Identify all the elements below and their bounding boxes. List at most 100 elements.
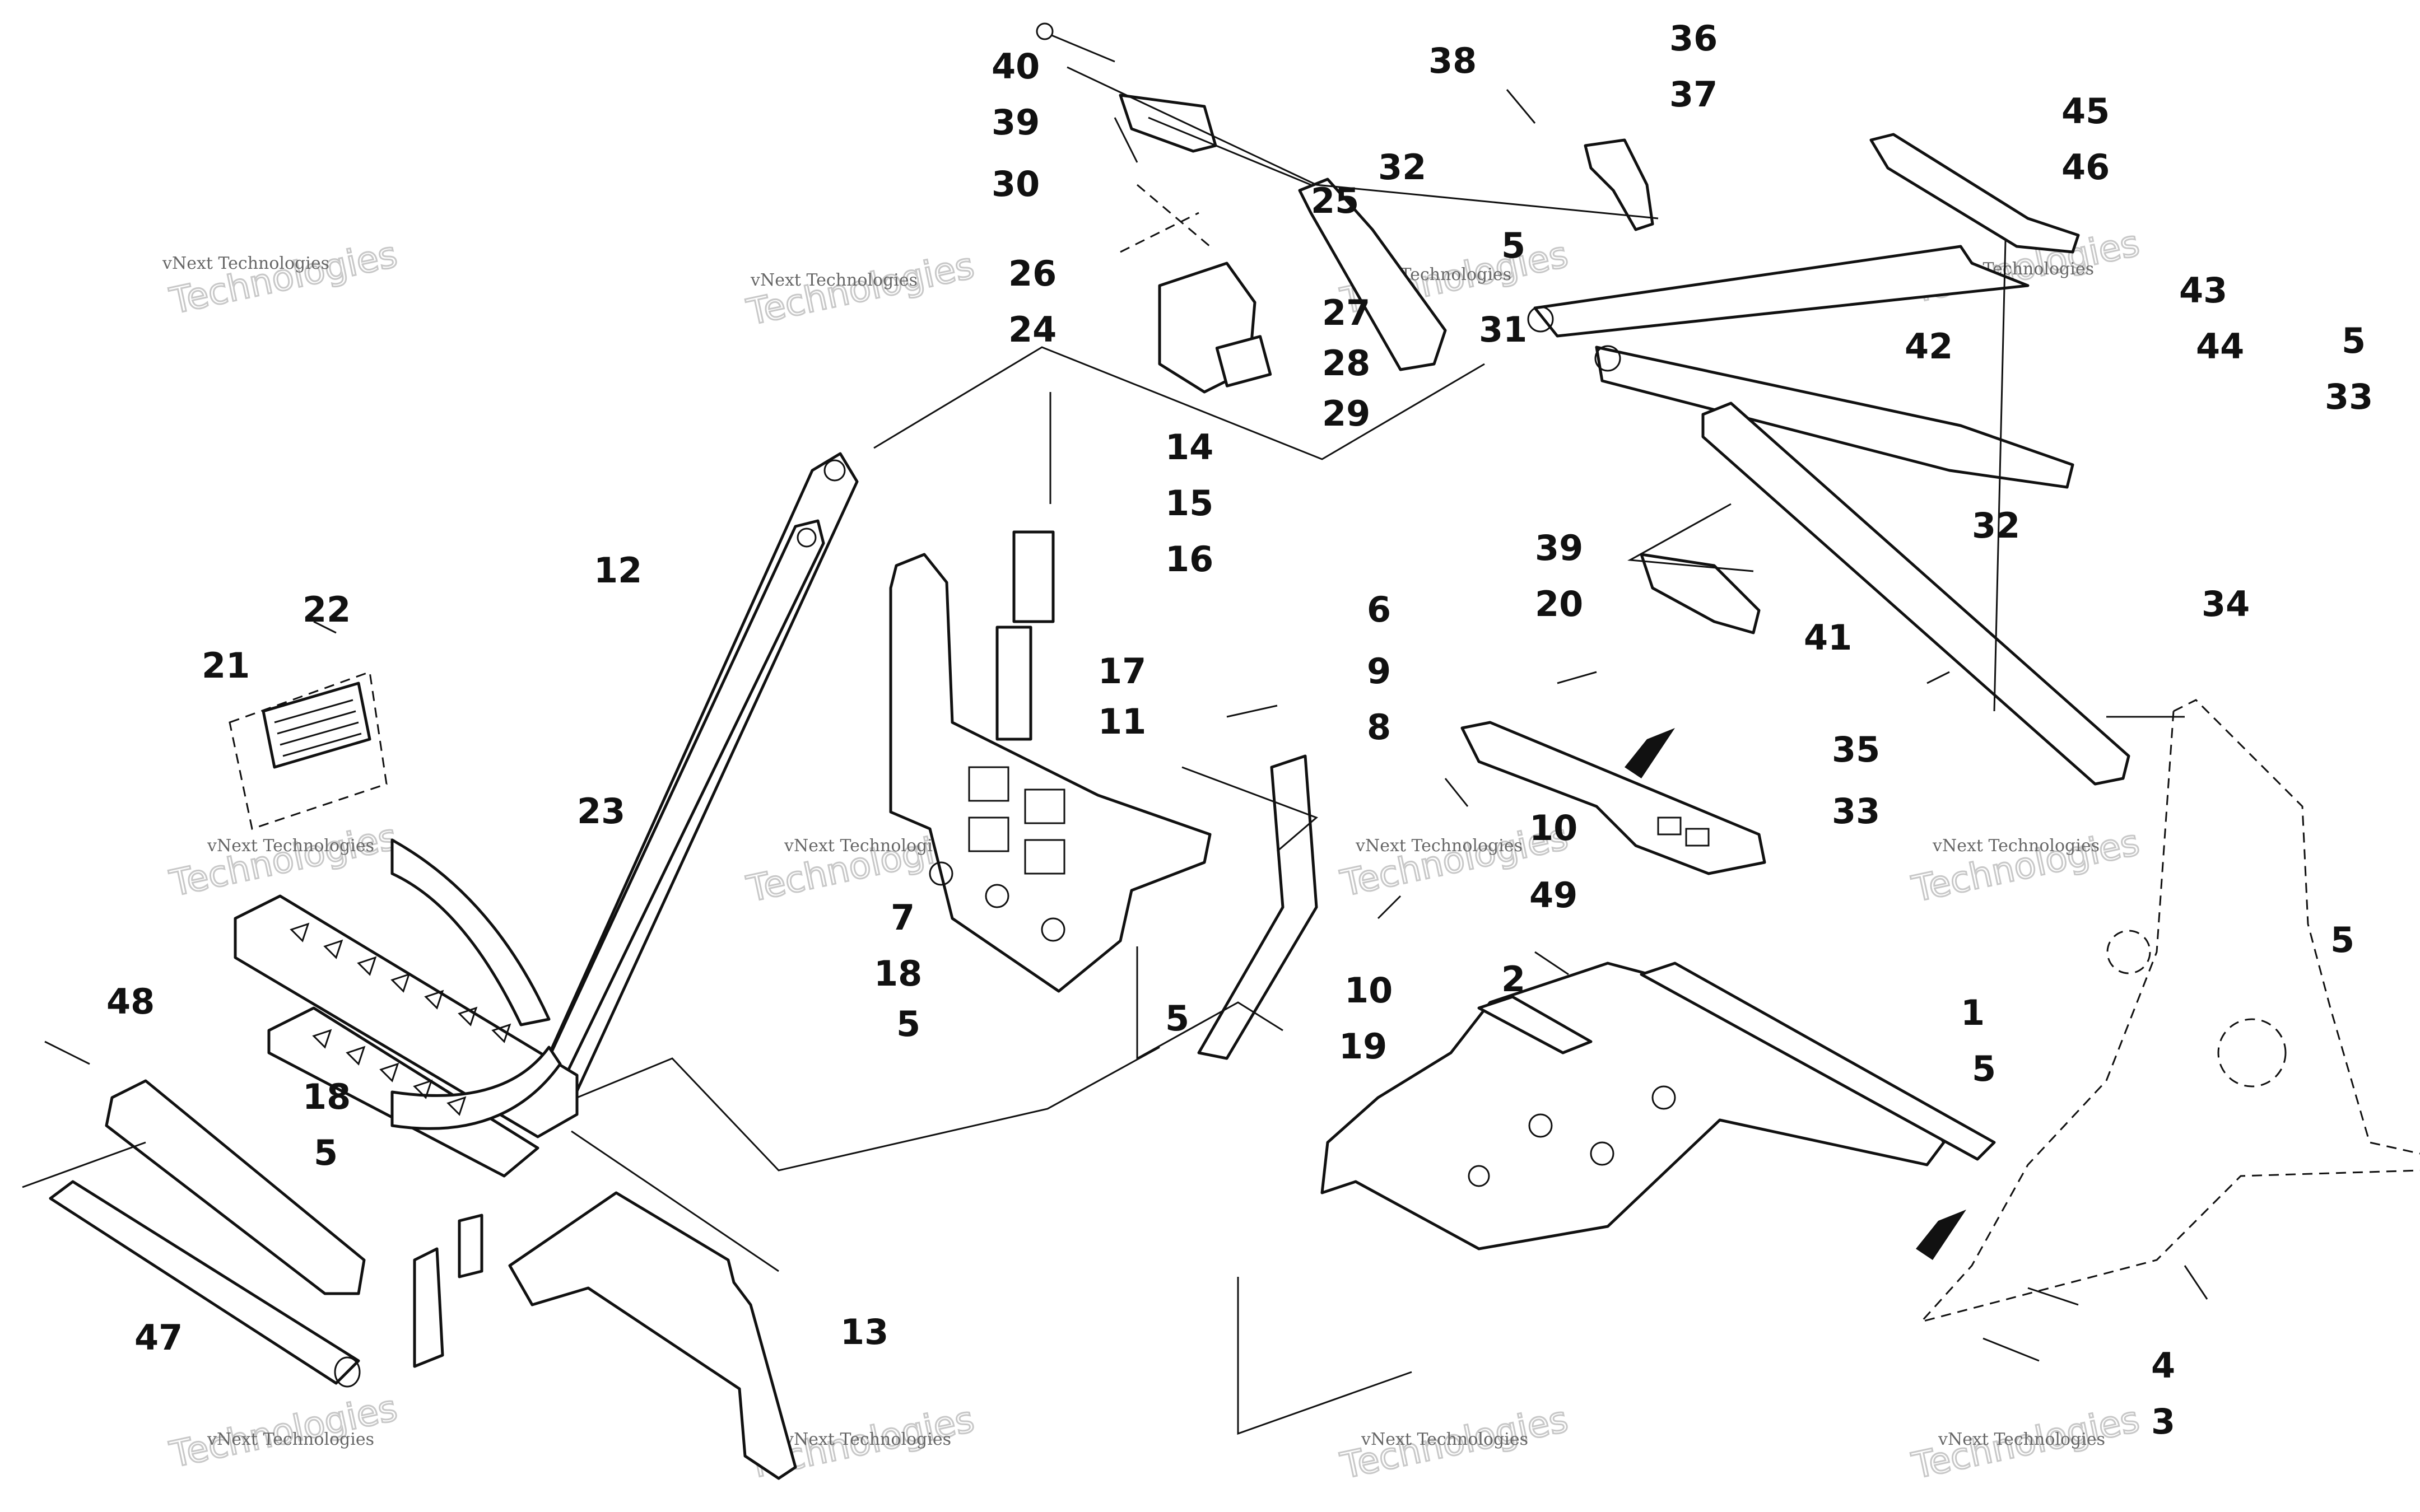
callout-37: 37 xyxy=(1669,74,1718,115)
callout-27: 27 xyxy=(1322,292,1370,333)
svg-text:vNext Technologies: vNext Technologies xyxy=(784,836,951,856)
steering-post-frame xyxy=(530,452,859,1116)
callout-48: 48 xyxy=(106,981,155,1022)
svg-text:vNext Technologies: vNext Technologies xyxy=(1938,1430,2105,1449)
direction-arrows xyxy=(1625,728,1966,1260)
svg-text:vNext Technologies: vNext Technologies xyxy=(1361,1430,1528,1449)
callout-49: 49 xyxy=(1529,875,1577,916)
callout-8: 8 xyxy=(1367,707,1391,748)
mount-bracket xyxy=(1584,138,1654,231)
callout-40: 40 xyxy=(992,46,1040,87)
callout-22: 22 xyxy=(302,589,351,630)
svg-text:vNext Technologies: vNext Technologies xyxy=(784,1430,951,1449)
decal-plate xyxy=(229,670,388,830)
callout-46: 46 xyxy=(2061,147,2110,188)
callout-1: 1 xyxy=(1961,992,1985,1033)
callout-9: 9 xyxy=(1367,651,1391,692)
upper-arm xyxy=(1527,245,2074,489)
svg-text:Technologies: Technologies xyxy=(166,234,401,323)
callout-23: 23 xyxy=(577,791,625,832)
callout-33: 33 xyxy=(1832,791,1880,832)
callout-47: 47 xyxy=(134,1317,183,1358)
callout-44: 44 xyxy=(2196,326,2244,367)
callout-11: 11 xyxy=(1098,701,1146,742)
lower-arm xyxy=(1701,402,2130,786)
front-frame xyxy=(105,838,579,1368)
callout-17: 17 xyxy=(1098,651,1146,692)
callout-42: 42 xyxy=(1905,326,1953,367)
callout-10: 10 xyxy=(1529,808,1577,848)
callout-32: 32 xyxy=(1378,147,1426,188)
callout-29: 29 xyxy=(1322,393,1370,434)
brace-bracket xyxy=(1460,721,1766,875)
callout-25: 25 xyxy=(1311,180,1359,221)
callout-43: 43 xyxy=(2179,270,2227,311)
bumper-tube xyxy=(49,1180,361,1388)
callout-33: 33 xyxy=(2325,376,2373,417)
callout-5: 5 xyxy=(314,1132,338,1173)
arm-bracket xyxy=(1869,133,2080,254)
callout-10: 10 xyxy=(1344,970,1393,1011)
callout-34: 34 xyxy=(2202,584,2250,624)
leader-lines xyxy=(22,66,2185,1435)
callout-5: 5 xyxy=(2342,320,2366,361)
callout-15: 15 xyxy=(1165,483,1213,524)
callout-13: 13 xyxy=(840,1312,888,1352)
callout-12: 12 xyxy=(594,550,642,591)
callout-30: 30 xyxy=(992,164,1040,204)
upper-bracket xyxy=(1119,94,1761,634)
callout-20: 20 xyxy=(1535,584,1583,624)
callout-45: 45 xyxy=(2061,91,2110,132)
callout-36: 36 xyxy=(1669,18,1718,59)
side-panel xyxy=(508,1191,797,1480)
tunnel-outline xyxy=(1919,699,2420,1323)
callout-5: 5 xyxy=(1501,225,1525,266)
callout-19: 19 xyxy=(1339,1026,1387,1067)
svg-text:Technologies: Technologies xyxy=(1909,822,2143,911)
callout-5: 5 xyxy=(1165,998,1189,1039)
svg-text:vNext Technologies: vNext Technologies xyxy=(162,254,329,273)
callout-26: 26 xyxy=(1008,253,1057,294)
callout-14: 14 xyxy=(1165,427,1213,468)
callout-39: 39 xyxy=(992,102,1040,143)
svg-text:Technologies: Technologies xyxy=(166,816,401,905)
svg-text:vNext Technologies: vNext Technologies xyxy=(750,270,918,290)
steering-gear-assembly xyxy=(1120,184,1272,394)
callout-4: 4 xyxy=(2151,1345,2175,1386)
fasteners xyxy=(44,22,2208,1362)
callout-28: 28 xyxy=(1322,343,1370,384)
svg-text:vNext Technologies: vNext Technologies xyxy=(1355,836,1523,856)
callout-32: 32 xyxy=(1972,505,2020,546)
svg-text:vNext Technologies: vNext Technologies xyxy=(1932,836,2100,856)
callout-5: 5 xyxy=(2330,920,2354,960)
callout-31: 31 xyxy=(1479,309,1527,350)
callout-21: 21 xyxy=(202,645,250,686)
callout-6: 6 xyxy=(1367,589,1391,630)
bulkhead xyxy=(889,553,1212,993)
callout-41: 41 xyxy=(1804,617,1852,658)
watermark: Technologies vNext Technologies xyxy=(742,244,979,334)
watermark: Technologies vNext Technologies xyxy=(165,1387,402,1477)
callout-24: 24 xyxy=(1008,309,1057,350)
watermark: Technologies vNext Technologies xyxy=(165,815,402,906)
callout-18: 18 xyxy=(302,1076,351,1117)
steering-column xyxy=(995,392,1055,741)
callout-3: 3 xyxy=(2151,1401,2175,1442)
chassis-plate xyxy=(1320,962,1996,1250)
watermark: Technologies vNext Technologies xyxy=(162,233,402,323)
callout-5: 5 xyxy=(1972,1048,1996,1089)
svg-text:vNext Technologies: vNext Technologies xyxy=(207,836,374,856)
callout-35: 35 xyxy=(1832,729,1880,770)
callout-18: 18 xyxy=(874,953,922,994)
callout-39: 39 xyxy=(1535,528,1583,568)
callout-5: 5 xyxy=(896,1004,920,1044)
watermark: Technologies vNext Technologies xyxy=(1907,821,2144,911)
callout-16: 16 xyxy=(1165,539,1213,580)
callout-7: 7 xyxy=(891,897,915,938)
watermark: Technologies vNext Technologies xyxy=(1336,1398,1572,1488)
front-brace xyxy=(1197,754,1318,1060)
callout-38: 38 xyxy=(1428,40,1477,81)
svg-text:vNext Technologies: vNext Technologies xyxy=(207,1430,374,1449)
